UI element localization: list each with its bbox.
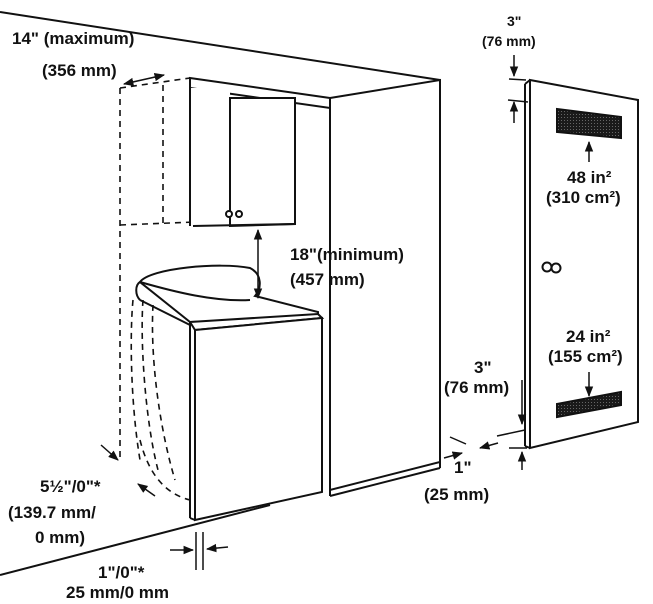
- label-max-depth-mm: (356 mm): [42, 61, 117, 80]
- label-top-vent-metric: (310 cm²): [546, 188, 621, 207]
- dimension-arrows: [100, 55, 594, 570]
- dimension-labels: 14" (maximum) (356 mm) 3" (76 mm) 48 in²…: [8, 13, 623, 602]
- label-top-gap-mm: (76 mm): [482, 33, 536, 49]
- label-rear-gap: 5½"/0"*: [40, 477, 101, 496]
- label-cabinet-clearance-mm: (457 mm): [290, 270, 365, 289]
- label-top-vent-area: 48 in²: [567, 168, 612, 187]
- label-floor-gap-mm: 25 mm/0 mm: [66, 583, 169, 602]
- recess-outline-dashed: [119, 77, 196, 501]
- label-bottom-gap-mm: (76 mm): [444, 378, 509, 397]
- label-bottom-vent-metric: (155 cm²): [548, 347, 623, 366]
- bottom-vent: [556, 390, 622, 419]
- closet-door: [524, 78, 639, 450]
- label-floor-gap: 1"/0"*: [98, 563, 145, 582]
- cabinet-knob: [225, 210, 233, 218]
- upper-cabinet: [189, 76, 331, 228]
- label-rear-gap-mm-2: 0 mm): [35, 528, 85, 547]
- label-top-gap: 3": [507, 13, 521, 29]
- label-bottom-gap: 3": [474, 358, 492, 377]
- back-wall: [0, 11, 441, 576]
- label-cabinet-clearance: 18"(minimum): [290, 245, 404, 264]
- label-rear-gap-mm-1: (139.7 mm/: [8, 503, 96, 522]
- top-vent: [556, 107, 622, 140]
- label-bottom-vent-area: 24 in²: [566, 327, 611, 346]
- washer: [135, 264, 325, 522]
- door-knob: [541, 261, 562, 274]
- cabinet-knob: [235, 210, 243, 218]
- closet-side-panel: [329, 78, 441, 497]
- label-max-depth: 14" (maximum): [12, 29, 134, 48]
- label-side-gap-mm: (25 mm): [424, 485, 489, 504]
- label-side-gap: 1": [454, 458, 472, 477]
